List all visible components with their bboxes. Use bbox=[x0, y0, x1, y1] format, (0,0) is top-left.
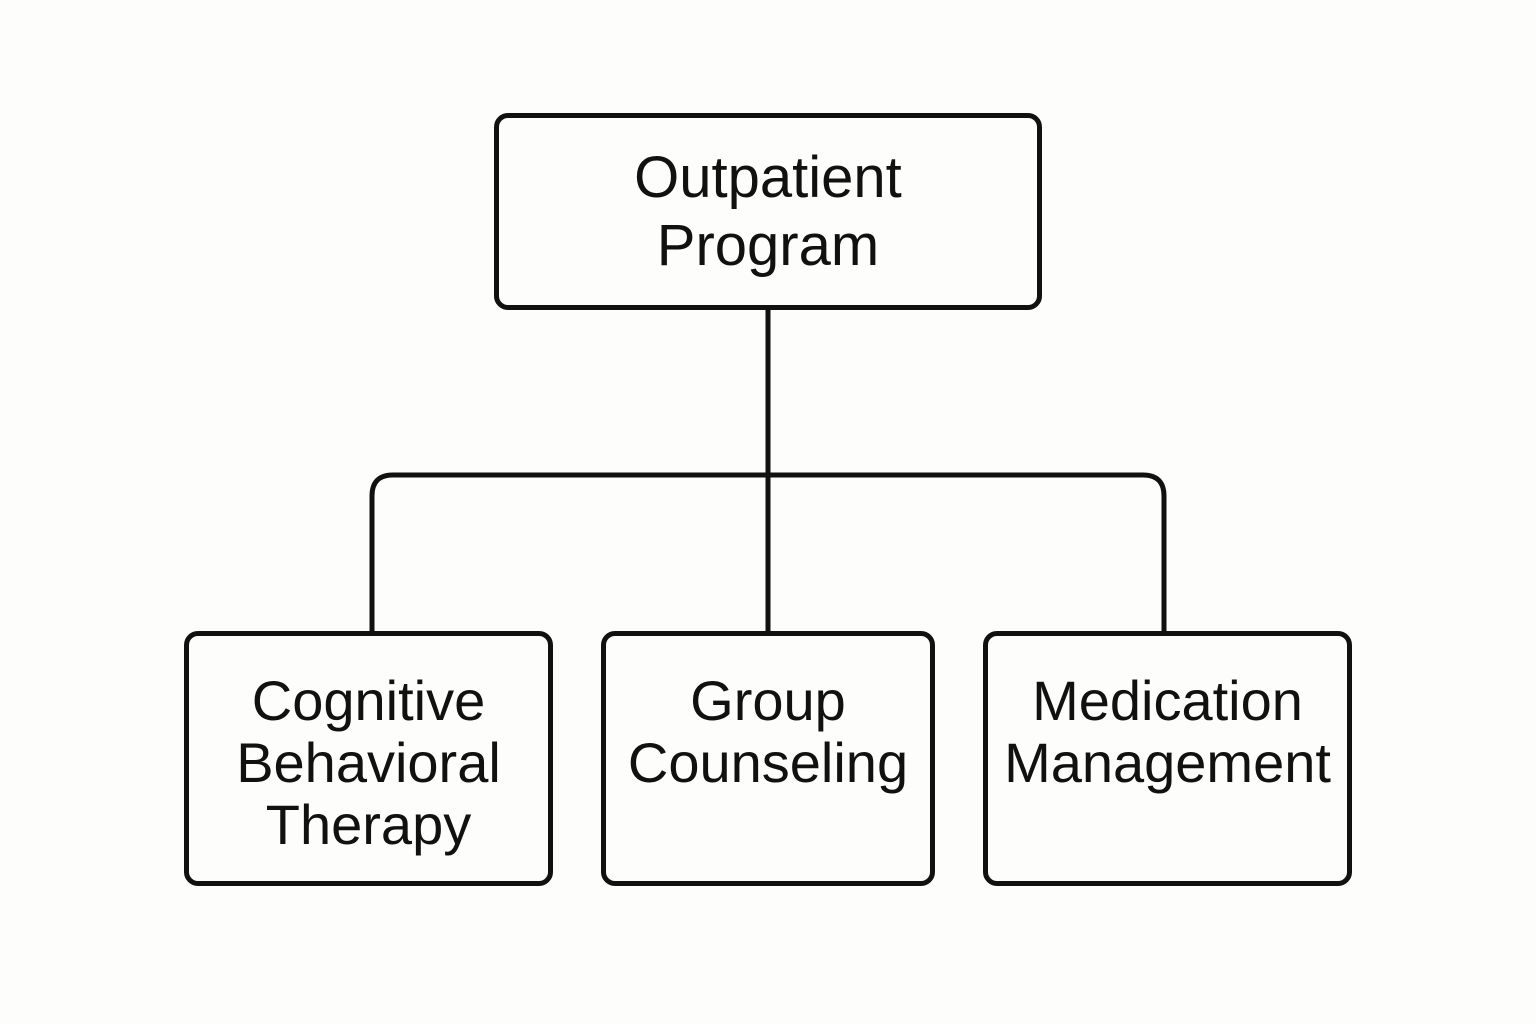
child-node-1-label-line-3: Therapy bbox=[265, 793, 472, 856]
child-node-medication-management: Medication Management bbox=[983, 631, 1352, 886]
child-node-3-label-line-2: Management bbox=[1004, 731, 1331, 794]
root-node-outpatient-program: Outpatient Program bbox=[494, 113, 1042, 310]
root-node-label-line-1: Outpatient bbox=[634, 144, 902, 210]
child-node-2-label-line-1: Group bbox=[690, 669, 846, 732]
child-node-3-label-line-1: Medication bbox=[1032, 669, 1303, 732]
child-node-1-label-line-1: Cognitive bbox=[251, 669, 486, 732]
connector-horizontal-bus bbox=[369, 472, 1167, 634]
child-node-1-label-line-2: Behavioral bbox=[236, 731, 501, 794]
child-node-group-counseling: Group Counseling bbox=[601, 631, 935, 886]
child-node-cognitive-behavioral-therapy: Cognitive Behavioral Therapy bbox=[184, 631, 553, 886]
child-node-2-label-line-2: Counseling bbox=[627, 731, 909, 794]
root-node-label-line-2: Program bbox=[656, 212, 880, 278]
